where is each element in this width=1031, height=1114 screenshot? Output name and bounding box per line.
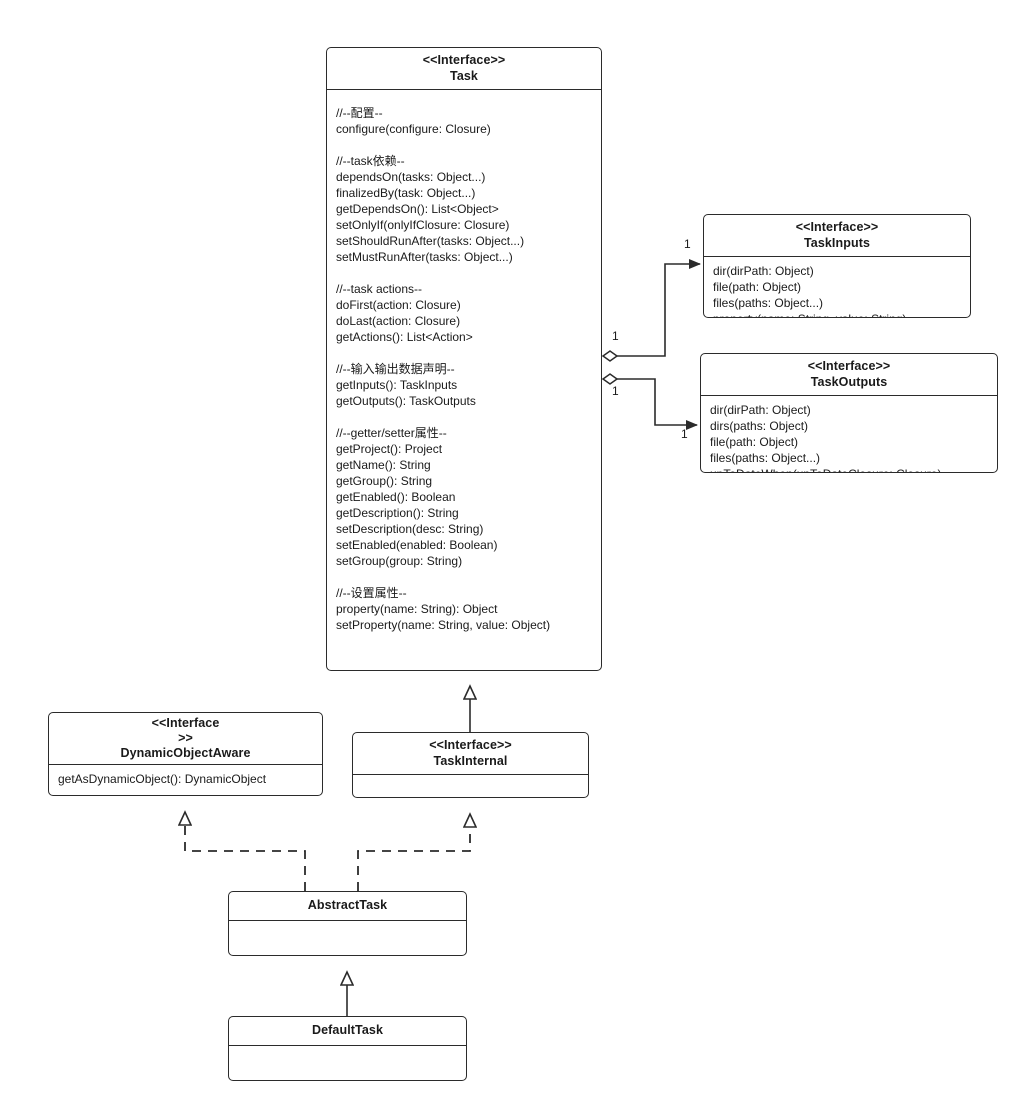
- class-header-dynamicobjectaware: <<Interface >> DynamicObjectAware: [49, 713, 322, 765]
- class-members-dynamicobjectaware: getAsDynamicObject(): DynamicObject: [49, 765, 322, 793]
- class-member: getAsDynamicObject(): DynamicObject: [58, 772, 267, 786]
- class-members-defaulttask: [229, 1046, 466, 1075]
- class-member: finalizedBy(task: Object...): [336, 186, 476, 200]
- class-box-dynamicobjectaware[interactable]: <<Interface >> DynamicObjectAware getAsD…: [48, 712, 323, 796]
- class-member: getProject(): Project: [336, 442, 443, 456]
- class-member: setMustRunAfter(tasks: Object...): [336, 250, 513, 264]
- class-member: setEnabled(enabled: Boolean): [336, 538, 498, 552]
- stereotype-task: <<Interface>>: [422, 53, 506, 67]
- class-member: dir(dirPath: Object): [710, 403, 811, 417]
- class-box-abstracttask[interactable]: AbstractTask: [228, 891, 467, 956]
- stereotype-taskinternal: <<Interface>>: [429, 738, 512, 752]
- class-member: property(name: String, value: String): [713, 311, 962, 317]
- class-member: configure(configure: Closure): [336, 122, 491, 136]
- member-spacer: [336, 345, 593, 361]
- class-box-taskinternal[interactable]: <<Interface>> TaskInternal: [352, 732, 589, 798]
- edge-task-taskoutputs: [601, 373, 698, 430]
- class-name-taskoutputs: TaskOutputs: [810, 374, 888, 389]
- class-member: //--getter/setter属性--: [336, 426, 447, 440]
- class-member: doFirst(action: Closure): [336, 298, 461, 312]
- class-member: getEnabled(): Boolean: [336, 490, 456, 504]
- class-name-abstracttask: AbstractTask: [307, 898, 388, 912]
- class-members-task: //--配置-- configure(configure: Closure) //-…: [327, 90, 601, 639]
- class-member: getDependsOn(): List<Object>: [336, 202, 499, 216]
- class-box-defaulttask[interactable]: DefaultTask: [228, 1016, 467, 1081]
- class-member: getInputs(): TaskInputs: [336, 378, 458, 392]
- stereotype-taskinputs: <<Interface>>: [795, 220, 879, 234]
- class-box-taskinputs[interactable]: <<Interface>> TaskInputs dir(dirPath: Ob…: [703, 214, 971, 318]
- class-name-taskinternal: TaskInternal: [433, 753, 508, 768]
- class-header-abstracttask: AbstractTask: [229, 892, 466, 921]
- multiplicity-taskinputs-source: 1: [612, 329, 619, 343]
- class-header-defaulttask: DefaultTask: [229, 1017, 466, 1046]
- class-header-taskinternal: <<Interface>> TaskInternal: [353, 733, 588, 775]
- class-member: doLast(action: Closure): [336, 314, 461, 328]
- edge-task-taskinputs: [601, 259, 701, 362]
- class-member: setProperty(name: String, value: Object): [336, 618, 551, 632]
- class-member: upToDateWhen(upToDateClosure: Closure): [710, 466, 989, 472]
- class-member: files(paths: Object...): [710, 451, 821, 465]
- class-member: getGroup(): String: [336, 474, 433, 488]
- class-member: //--输入输出数据声明--: [336, 362, 455, 376]
- member-spacer: [336, 569, 593, 585]
- stereotype-dynamicobjectaware-line1: <<Interface: [151, 716, 220, 730]
- class-member: setOnlyIf(onlyIfClosure: Closure): [336, 218, 510, 232]
- stereotype-taskoutputs: <<Interface>>: [807, 359, 891, 373]
- edge-abstracttask-taskinternal: [357, 814, 470, 891]
- class-member: setDescription(desc: String): [336, 522, 484, 536]
- class-member: //--task actions--: [336, 282, 423, 296]
- class-name-dynamicobjectaware: DynamicObjectAware: [120, 746, 251, 760]
- multiplicity-taskoutputs-target: 1: [681, 427, 688, 441]
- class-member: //--设置属性--: [336, 586, 407, 600]
- class-members-taskoutputs: dir(dirPath: Object) dirs(paths: Object) f…: [701, 396, 997, 472]
- class-member: getOutputs(): TaskOutputs: [336, 394, 476, 408]
- class-member: property(name: String): Object: [336, 602, 498, 616]
- class-box-taskoutputs[interactable]: <<Interface>> TaskOutputs dir(dirPath: O…: [700, 353, 998, 473]
- class-member: files(paths: Object...): [713, 296, 824, 310]
- class-member: getDescription(): String: [336, 506, 459, 520]
- multiplicity-taskinputs-target: 1: [684, 237, 691, 251]
- aggregation-diamond-inputs: [601, 350, 619, 362]
- class-name-defaulttask: DefaultTask: [311, 1023, 384, 1037]
- member-spacer: [336, 137, 593, 153]
- class-member: //--配置--: [336, 106, 383, 120]
- class-header-taskoutputs: <<Interface>> TaskOutputs: [701, 354, 997, 396]
- class-member: dir(dirPath: Object): [713, 264, 814, 278]
- class-member: //--task依赖--: [336, 154, 405, 168]
- stereotype-dynamicobjectaware-line2: >>: [178, 731, 193, 745]
- class-header-taskinputs: <<Interface>> TaskInputs: [704, 215, 970, 257]
- class-member: file(path: Object): [710, 435, 799, 449]
- class-member: getActions(): List<Action>: [336, 330, 473, 344]
- class-member: dirs(paths: Object): [710, 419, 809, 433]
- class-name-task: Task: [450, 68, 478, 83]
- class-member: setGroup(group: String): [336, 554, 463, 568]
- class-member: getName(): String: [336, 458, 431, 472]
- class-members-abstracttask: [229, 921, 466, 950]
- aggregation-diamond-outputs: [601, 373, 619, 385]
- class-box-task[interactable]: <<Interface>> Task //--配置-- configure(con…: [326, 47, 602, 671]
- class-member: dependsOn(tasks: Object...): [336, 170, 486, 184]
- class-members-taskinternal: [353, 775, 588, 797]
- class-member: setShouldRunAfter(tasks: Object...): [336, 234, 525, 248]
- class-members-taskinputs: dir(dirPath: Object) file(path: Object) fi…: [704, 257, 970, 317]
- class-member: file(path: Object): [713, 280, 802, 294]
- class-header-task: <<Interface>> Task: [327, 48, 601, 90]
- multiplicity-taskoutputs-source: 1: [612, 384, 619, 398]
- edge-abstracttask-dynamicobjectaware: [185, 812, 306, 891]
- member-spacer: [336, 409, 593, 425]
- member-spacer: [336, 265, 593, 281]
- class-name-taskinputs: TaskInputs: [803, 235, 871, 250]
